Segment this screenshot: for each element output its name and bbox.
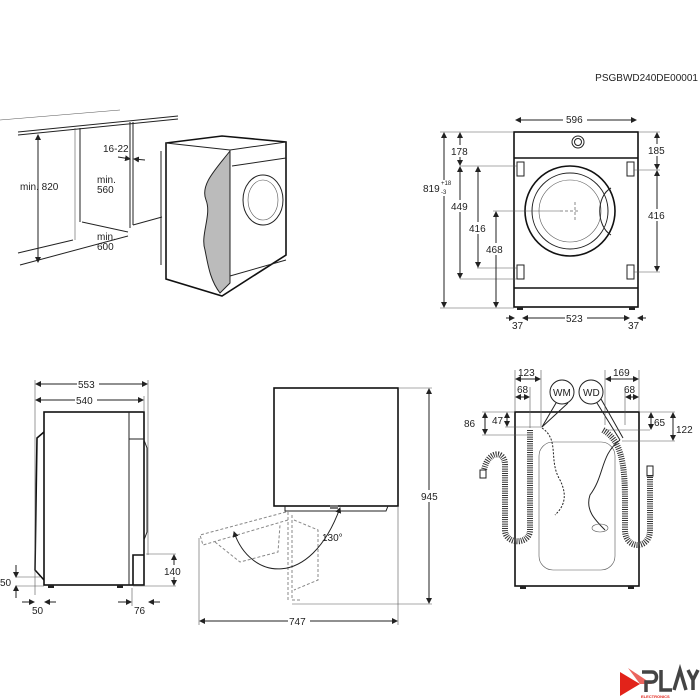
dim-76: 76 bbox=[134, 606, 146, 617]
dim-65: 65 bbox=[654, 418, 666, 429]
dim-140: 140 bbox=[164, 567, 181, 578]
play-electronics-logo: ELECTRONICS bbox=[620, 663, 700, 699]
dim-185: 185 bbox=[648, 146, 665, 157]
dim-86: 86 bbox=[464, 419, 476, 430]
svg-text:ELECTRONICS: ELECTRONICS bbox=[641, 694, 670, 699]
min-820-label: min. 820 bbox=[20, 182, 59, 193]
dim-50-vertical: 50 bbox=[0, 578, 12, 589]
dim-37-right: 37 bbox=[628, 321, 640, 332]
min-560-value: 560 bbox=[97, 185, 114, 196]
dim-747: 747 bbox=[289, 617, 306, 628]
side-view: 553 540 140 50 50 76 bbox=[0, 378, 185, 617]
dim-37-left: 37 bbox=[512, 321, 524, 332]
front-view: 596 178 185 819 +18 -3 449 416 468 416 5… bbox=[421, 113, 667, 332]
min-600-value: 600 bbox=[97, 242, 114, 253]
dim-945: 945 bbox=[421, 492, 438, 503]
dim-123: 123 bbox=[518, 368, 535, 379]
dim-68-right: 68 bbox=[624, 385, 636, 396]
dim-819-tol-plus: +18 bbox=[441, 181, 452, 187]
dim-468: 468 bbox=[486, 245, 503, 256]
min-560-label: min. bbox=[97, 175, 116, 186]
dim-68-left: 68 bbox=[517, 385, 529, 396]
rear-view: WM WD 123 68 169 68 86 47 65 122 bbox=[464, 368, 693, 589]
dim-819: 819 bbox=[423, 184, 440, 195]
dim-523: 523 bbox=[566, 314, 583, 325]
installation-view: min. 820 16-22 min. 560 min. 600 bbox=[0, 109, 287, 297]
min-600-label: min. bbox=[97, 232, 116, 243]
dim-819-tol-minus: -3 bbox=[441, 190, 447, 196]
dim-540: 540 bbox=[76, 396, 93, 407]
dim-178: 178 bbox=[451, 147, 468, 158]
wm-label: WM bbox=[553, 388, 571, 399]
dim-50-horizontal: 50 bbox=[32, 606, 44, 617]
door-opening-view: 130° 945 747 bbox=[198, 387, 442, 628]
gap-label: 16-22 bbox=[103, 144, 129, 155]
dim-122: 122 bbox=[676, 425, 693, 436]
dim-449: 449 bbox=[451, 202, 468, 213]
dim-47: 47 bbox=[492, 416, 504, 427]
width-596: 596 bbox=[566, 115, 583, 126]
wd-label: WD bbox=[583, 388, 600, 399]
dim-169: 169 bbox=[613, 368, 630, 379]
angle-130: 130° bbox=[322, 533, 343, 544]
dim-416-left: 416 bbox=[469, 224, 486, 235]
dim-416-right: 416 bbox=[648, 211, 665, 222]
dim-553: 553 bbox=[78, 380, 95, 391]
document-code: PSGBWD240DE00001 bbox=[595, 73, 698, 84]
